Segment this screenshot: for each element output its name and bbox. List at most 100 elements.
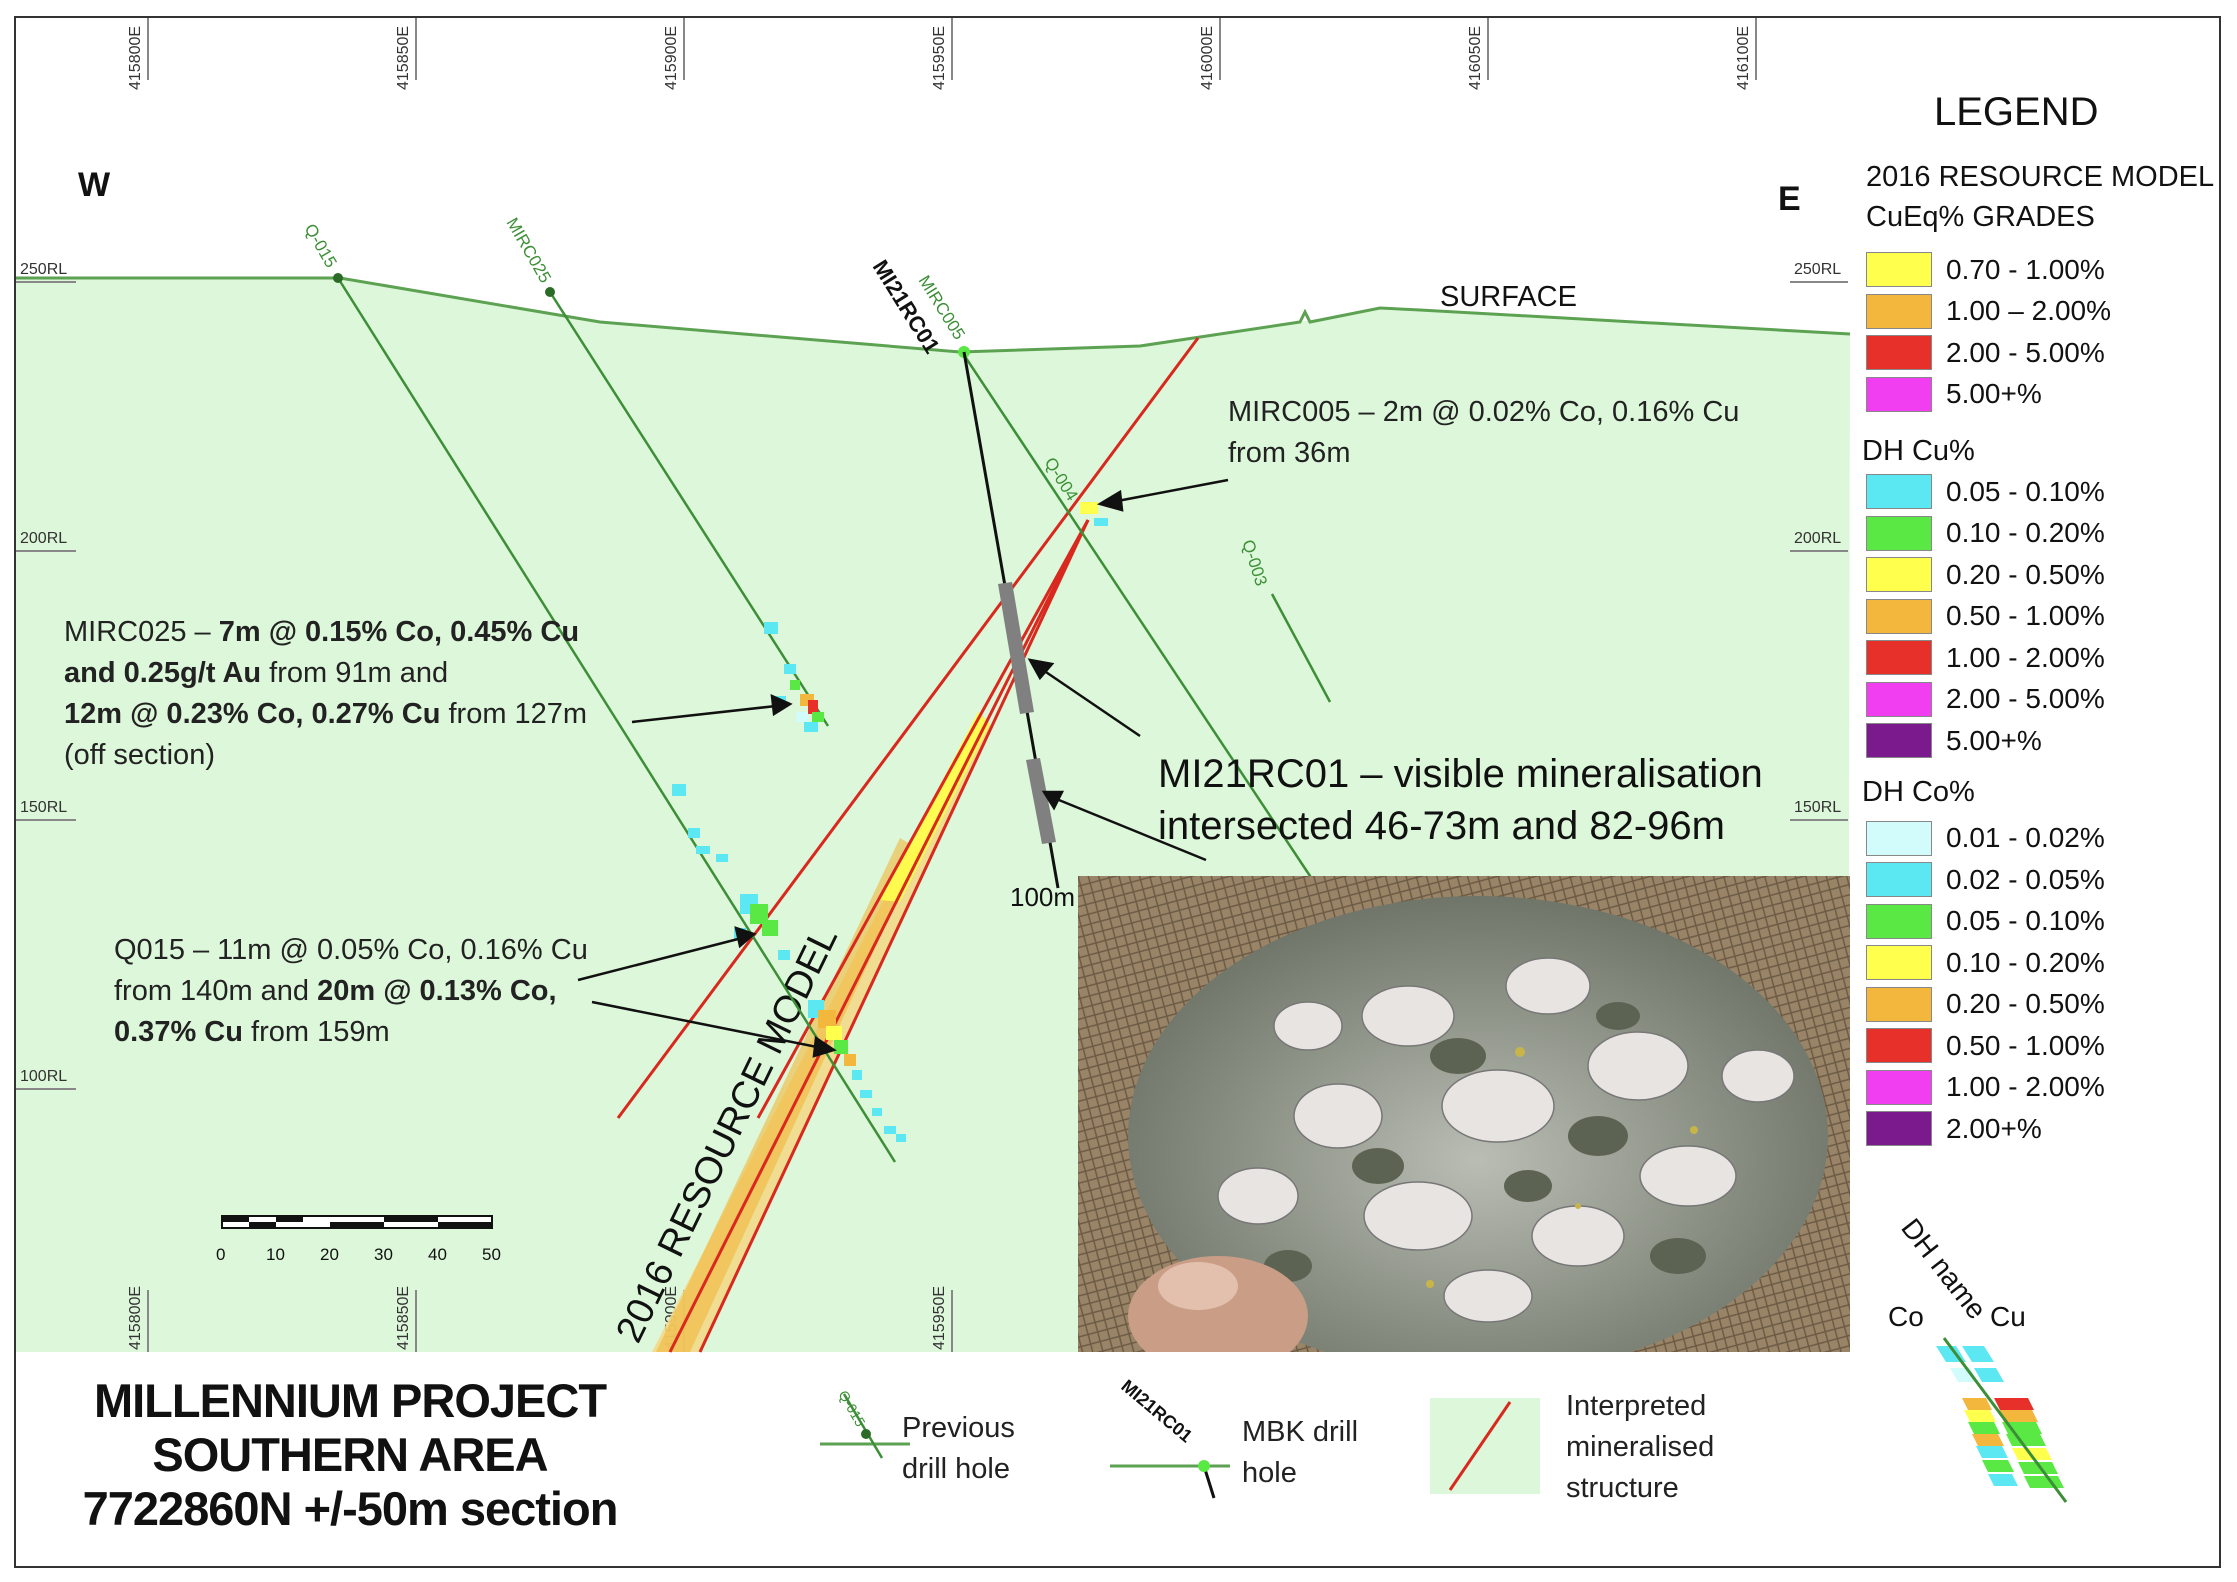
legend-resource-label-3: 5.00+%: [1946, 378, 2042, 410]
legend-dh-co-row-4: 0.20 - 0.50%: [1866, 984, 2216, 1026]
legend-dh-cu-row-3: 0.50 - 1.00%: [1866, 596, 2216, 638]
legend-dh-co-label-5: 0.50 - 1.00%: [1946, 1029, 2105, 1061]
legend-dh-co-swatch-7: [1866, 1111, 1932, 1147]
legend: LEGEND 2016 RESOURCE MODEL CuEq% GRADES …: [1862, 90, 2216, 1150]
callout-mirc025-l2a: from 91m and: [261, 657, 449, 689]
legend-dh-co-row-1: 0.02 - 0.05%: [1866, 859, 2216, 901]
callout-mirc005-line2: from 36m: [1228, 437, 1351, 469]
legend-previous-hole-line2: drill hole: [902, 1453, 1010, 1485]
scale-tick-30: 30: [374, 1245, 393, 1264]
mbk-hole-symbol: MI21RC01: [1110, 1376, 1230, 1499]
footer-title: MILLENNIUM PROJECT SOUTHERN AREA 7722860…: [40, 1374, 660, 1536]
callout-mirc025-l1b: 7m @ 0.15% Co, 0.45% Cu: [218, 616, 580, 648]
scale-tick-50: 50: [482, 1245, 501, 1264]
callout-mirc005-line1: MIRC005 – 2m @ 0.02% Co, 0.16% Cu: [1228, 396, 1740, 428]
legend-resource-swatch-1: [1866, 293, 1932, 329]
elevation-ticks: [16, 281, 1848, 1090]
legend-dh-co-row-5: 0.50 - 1.00%: [1866, 1025, 2216, 1067]
legend-dh-co-label-6: 1.00 - 2.00%: [1946, 1071, 2105, 1103]
legend-dh-co-row-2: 0.05 - 0.10%: [1866, 901, 2216, 943]
elevation-label-right-2: 150RL: [1794, 799, 1841, 816]
legend-dh-cu-row-0: 0.05 - 0.10%: [1866, 471, 2216, 513]
hole-label-mirc025: MIRC025: [503, 215, 555, 287]
legend-dh-co-swatch-5: [1866, 1028, 1932, 1064]
callout-q015-l2a: from 140m and: [114, 975, 318, 1007]
legend-dh-co-row-6: 1.00 - 2.00%: [1866, 1067, 2216, 1109]
legend-dh-co-label-2: 0.05 - 0.10%: [1946, 905, 2105, 937]
west-label: W: [78, 166, 111, 204]
legend-dh-co-row-0: 0.01 - 0.02%: [1866, 818, 2216, 860]
legend-resource-row-0: 0.70 - 1.00%: [1866, 249, 2216, 291]
legend-dh-cu-swatch-0: [1866, 474, 1932, 510]
elevation-label-right-0: 250RL: [1794, 261, 1841, 278]
legend-dh-cu-swatch-1: [1866, 515, 1932, 551]
easting-ticks-top: [147, 18, 1757, 80]
scale-tick-10: 10: [266, 1245, 285, 1264]
callout-arrows: [577, 478, 1229, 1058]
easting-label-top-0: 415800E: [127, 26, 144, 90]
visible-mineralisation-82-96m: [1026, 758, 1056, 844]
legend-resource-items: 0.70 - 1.00%1.00 – 2.00%2.00 - 5.00%5.00…: [1866, 249, 2216, 415]
elevation-label-left-1: 200RL: [20, 530, 67, 547]
previous-hole-sample-label: Q-015: [835, 1388, 868, 1430]
legend-resource-swatch-2: [1866, 335, 1932, 371]
callout-mi21rc01: MI21RC01 – visible mineralisation inters…: [1158, 748, 1763, 852]
legend-dh-cu-swatch-6: [1866, 723, 1932, 759]
callout-q015-l1: Q015 – 11m @ 0.05% Co, 0.16% Cu: [114, 934, 588, 966]
surface-line: [16, 276, 1851, 354]
legend-dh-co-heading: DH Co%: [1862, 775, 1975, 808]
visible-mineralisation-46-73m: [998, 582, 1034, 714]
legend-dh-co-row-3: 0.10 - 0.20%: [1866, 942, 2216, 984]
collar-mirc025: [545, 287, 555, 297]
legend-dh-cu-swatch-5: [1866, 681, 1932, 717]
legend-previous-hole-line1: Previous: [902, 1412, 1015, 1444]
scale-tick-0: 0: [216, 1245, 225, 1264]
legend-resource-heading-1: 2016 RESOURCE MODEL: [1866, 161, 2215, 193]
scale-tick-20: 20: [320, 1245, 339, 1264]
easting-label-bottom-3: 415950E: [931, 1286, 948, 1350]
rock-chip-photo: [1078, 876, 1850, 1352]
legend-resource-row-1: 1.00 – 2.00%: [1866, 291, 2216, 333]
legend-dh-cu-row-5: 2.00 - 5.00%: [1866, 679, 2216, 721]
elevation-label-left-0: 250RL: [20, 261, 67, 278]
legend-dh-cu-label-4: 1.00 - 2.00%: [1946, 641, 2105, 673]
legend-dh-co-swatch-4: [1866, 986, 1932, 1022]
legend-dh-cu-items: 0.05 - 0.10%0.10 - 0.20%0.20 - 0.50%0.50…: [1866, 471, 2216, 762]
elevation-label-left-2: 150RL: [20, 799, 67, 816]
callout-q015-l3a: from 159m: [242, 1016, 390, 1048]
scale-tick-40: 40: [428, 1245, 447, 1264]
legend-dh-co-row-7: 2.00+%: [1866, 1108, 2216, 1150]
legend-structure-line3: structure: [1566, 1472, 1679, 1504]
legend-dh-co-label-0: 0.01 - 0.02%: [1946, 822, 2105, 854]
easting-label-top-2: 415900E: [663, 26, 680, 90]
dh-key-cu: Cu: [1990, 1301, 2026, 1332]
legend-dh-co-swatch-2: [1866, 903, 1932, 939]
callout-mi21rc01-line2: intersected 46-73m and 82-96m: [1158, 804, 1725, 848]
elevation-label-left-3: 100RL: [20, 1068, 67, 1085]
callout-q015-l3b: 0.37% Cu: [114, 1016, 243, 1048]
depth-label-100m: 100m: [1010, 882, 1075, 912]
callout-mirc005: MIRC005 – 2m @ 0.02% Co, 0.16% Cu from 3…: [1228, 392, 1739, 474]
legend-dh-cu-swatch-2: [1866, 557, 1932, 593]
callout-mirc025-l4: (off section): [64, 739, 215, 771]
legend-structure: Interpreted mineralised structure: [1566, 1386, 1714, 1509]
callout-q015-l2b: 20m @ 0.13% Co,: [317, 975, 557, 1007]
legend-dh-cu-row-4: 1.00 - 2.00%: [1866, 637, 2216, 679]
legend-mbk-hole-line1: MBK drill: [1242, 1416, 1359, 1448]
callout-q015: Q015 – 11m @ 0.05% Co, 0.16% Cu from 140…: [114, 930, 588, 1053]
legend-dh-co-swatch-0: [1866, 820, 1932, 856]
footer-title-line2: SOUTHERN AREA: [152, 1428, 548, 1481]
previous-drill-holes: [336, 277, 1332, 1163]
easting-label-top-6: 416100E: [1735, 26, 1752, 90]
callout-mi21rc01-line1: MI21RC01 – visible mineralisation: [1158, 752, 1763, 796]
legend-dh-co-label-7: 2.00+%: [1946, 1112, 2042, 1144]
legend-dh-cu-label-2: 0.20 - 0.50%: [1946, 558, 2105, 590]
assay-ticks-mirc025: [764, 622, 824, 732]
legend-dh-cu-label-5: 2.00 - 5.00%: [1946, 683, 2105, 715]
legend-dh-co-items: 0.01 - 0.02% 0.02 - 0.05% 0.05 - 0.10% 0.10…: [1866, 818, 2216, 1150]
legend-dh-cu-swatch-3: [1866, 598, 1932, 634]
legend-dh-cu-heading: DH Cu%: [1862, 435, 1975, 467]
dh-key-diagram: DH name Co Cu: [1888, 1213, 2068, 1503]
legend-resource-swatch-3: [1866, 376, 1932, 412]
legend-dh-co-swatch-6: [1866, 1069, 1932, 1105]
